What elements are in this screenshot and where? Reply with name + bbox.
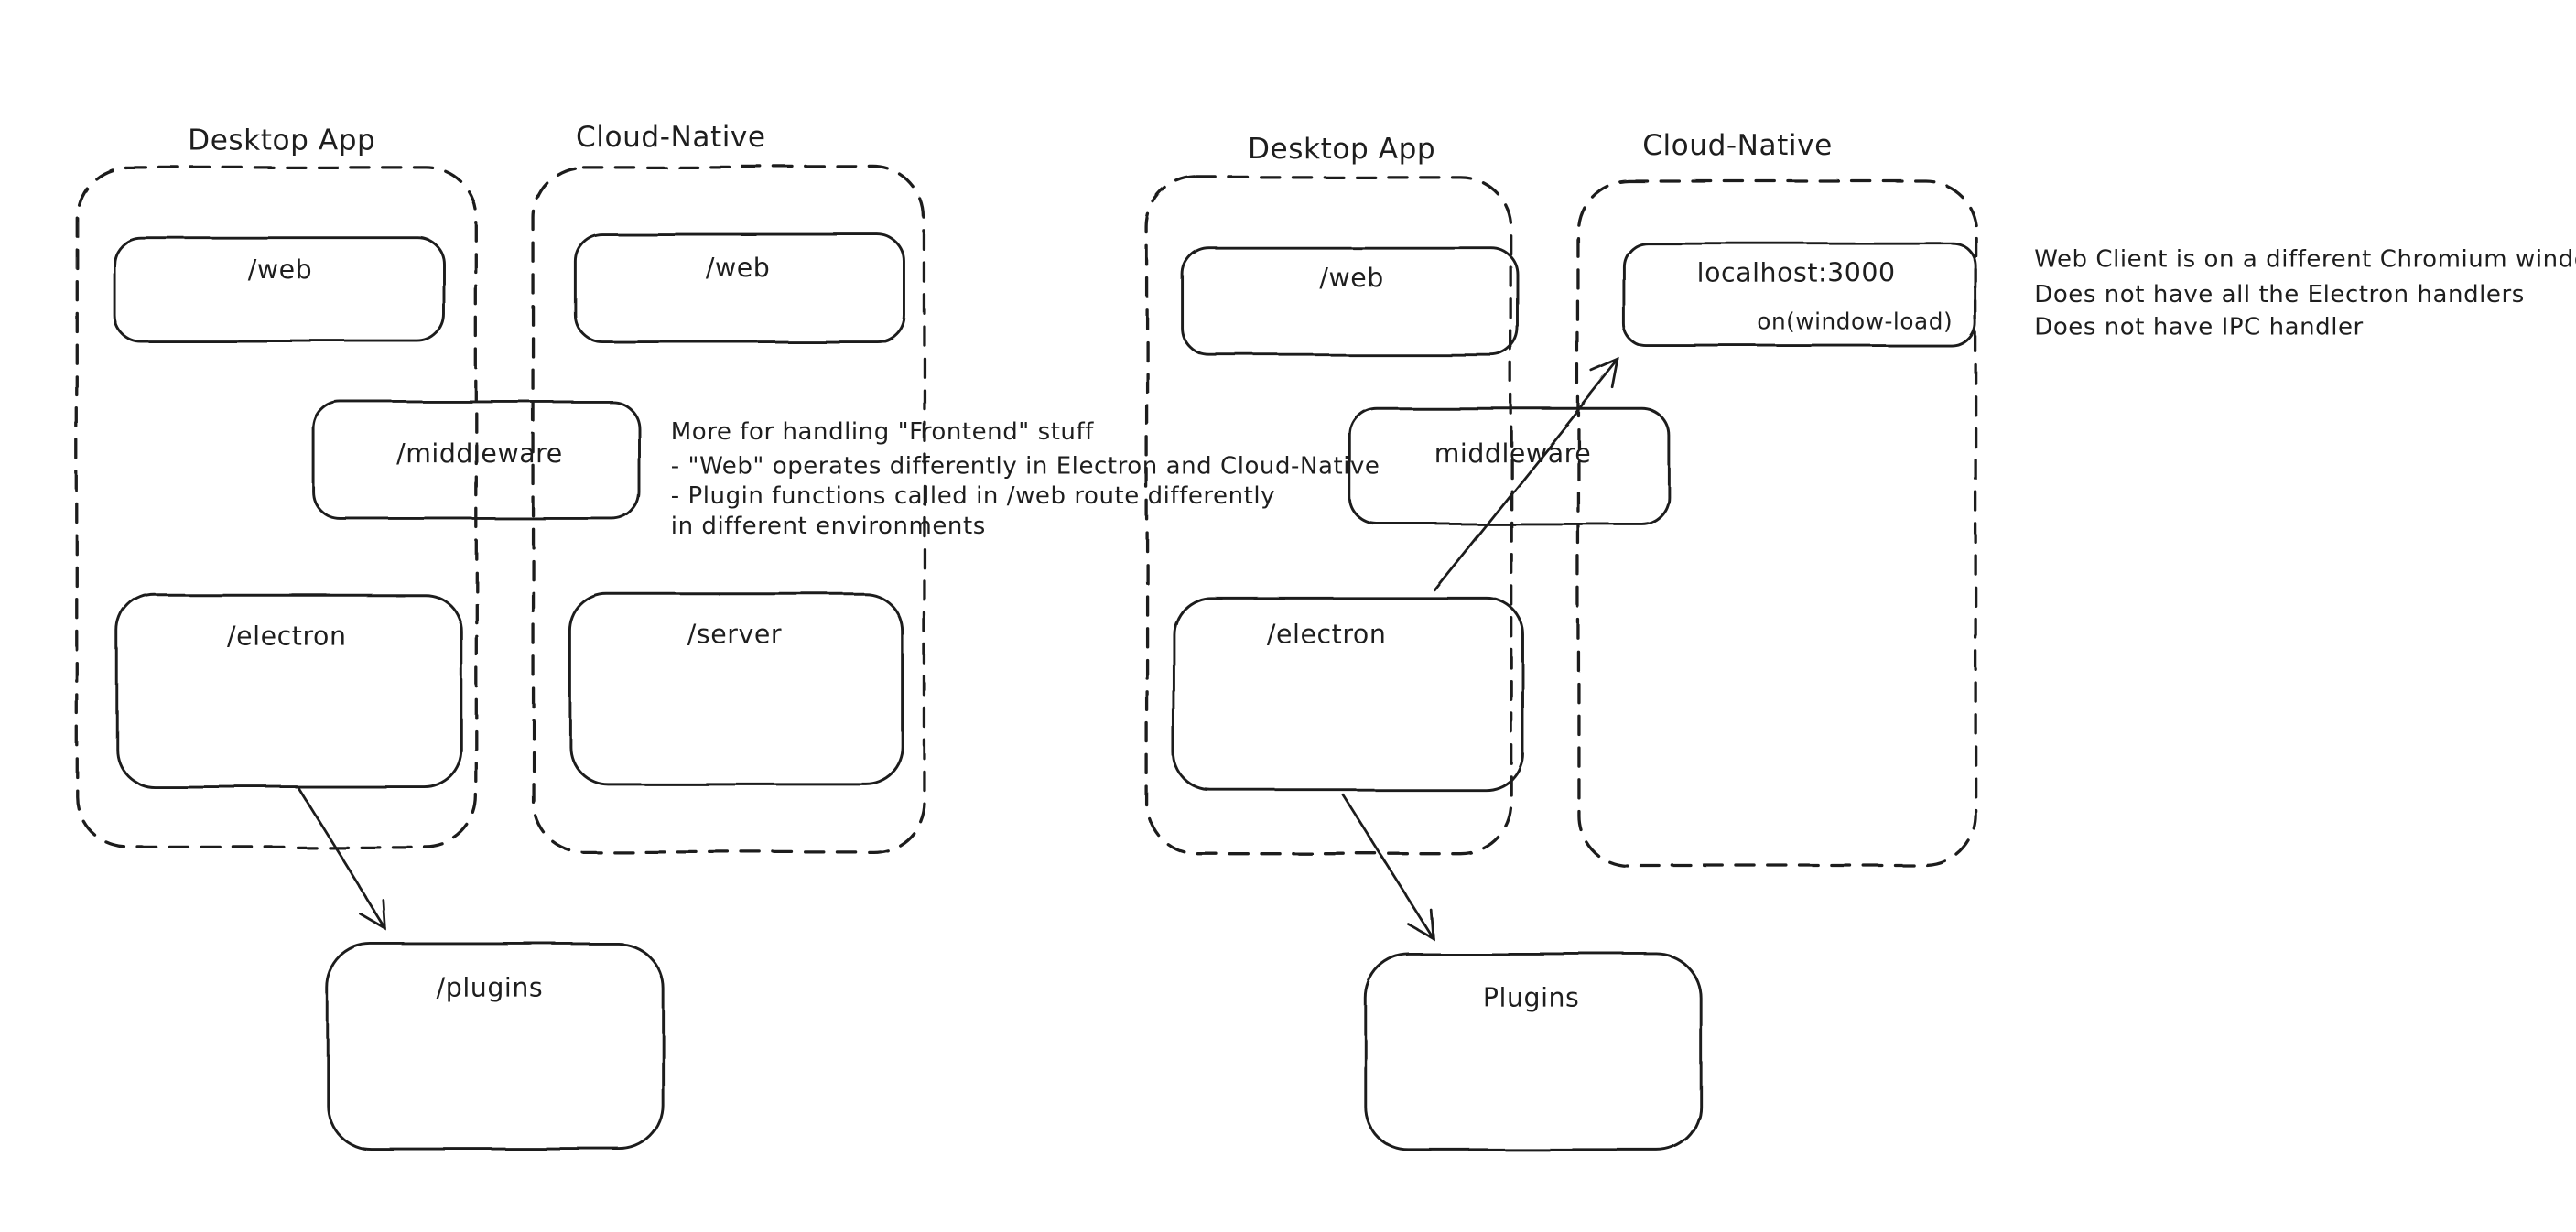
left-cloud-native-container (531, 166, 926, 854)
right-middleware-label: middleware (1434, 438, 1592, 469)
left-server-label: /server (687, 620, 782, 650)
right-electron-label: /electron (1267, 620, 1386, 650)
left-electron-box (115, 592, 463, 789)
left-green-note-line-1: More for handling "Frontend" stuff (671, 418, 1094, 446)
left-green-note-line-4: in different environments (671, 513, 986, 540)
right-plugins-label: Plugins (1483, 982, 1580, 1012)
right-red-note-line-3: Does not have IPC handler (2034, 314, 2364, 341)
right-desktop-app-container (1145, 176, 1513, 856)
left-cloud-native-title: Cloud-Native (576, 121, 766, 154)
right-localhost-label: localhost:3000 (1697, 258, 1896, 288)
left-server-box (568, 592, 904, 785)
left-middleware-label: /middleware (396, 438, 563, 469)
right-localhost-box (1621, 241, 1977, 349)
right-web-box (1181, 246, 1520, 357)
left-middleware-box (312, 400, 641, 521)
left-desktop-app-title: Desktop App (188, 124, 375, 157)
left-green-note-line-3: - Plugin functions called in /web route … (671, 482, 1275, 510)
right-plugins-box (1363, 952, 1703, 1151)
right-cloud-native-title: Cloud-Native (1642, 129, 1833, 162)
right-electron-to-plugins-arrow (1342, 794, 1435, 942)
right-red-note-line-2: Does not have all the Electron handlers (2034, 281, 2525, 308)
right-red-note: Web Client is on a different Chromium wi… (2034, 245, 2576, 340)
left-electron-to-plugins-arrow (297, 786, 387, 932)
left-plugins-box (325, 942, 665, 1151)
left-plugins-label: /plugins (437, 973, 544, 1003)
right-electron-box (1172, 596, 1524, 792)
left-web-box-cloud (573, 232, 905, 343)
right-window-load-label: on(window-load) (1757, 308, 1953, 335)
right-desktop-app-title: Desktop App (1248, 133, 1435, 166)
right-red-note-line-1: Web Client is on a different Chromium wi… (2034, 245, 2576, 273)
left-web-box-desktop (113, 236, 446, 343)
left-green-note: More for handling "Frontend" stuff - "We… (671, 418, 1380, 540)
right-middleware-box (1348, 406, 1671, 525)
right-electron-to-localhost-arrow (1433, 357, 1620, 591)
left-electron-label: /electron (227, 621, 346, 651)
left-web-desktop-label: /web (248, 254, 312, 285)
right-web-label: /web (1319, 263, 1383, 293)
left-web-cloud-label: /web (706, 253, 770, 283)
left-desktop-app-container (75, 166, 478, 849)
left-green-note-line-2: - "Web" operates differently in Electron… (671, 452, 1380, 480)
